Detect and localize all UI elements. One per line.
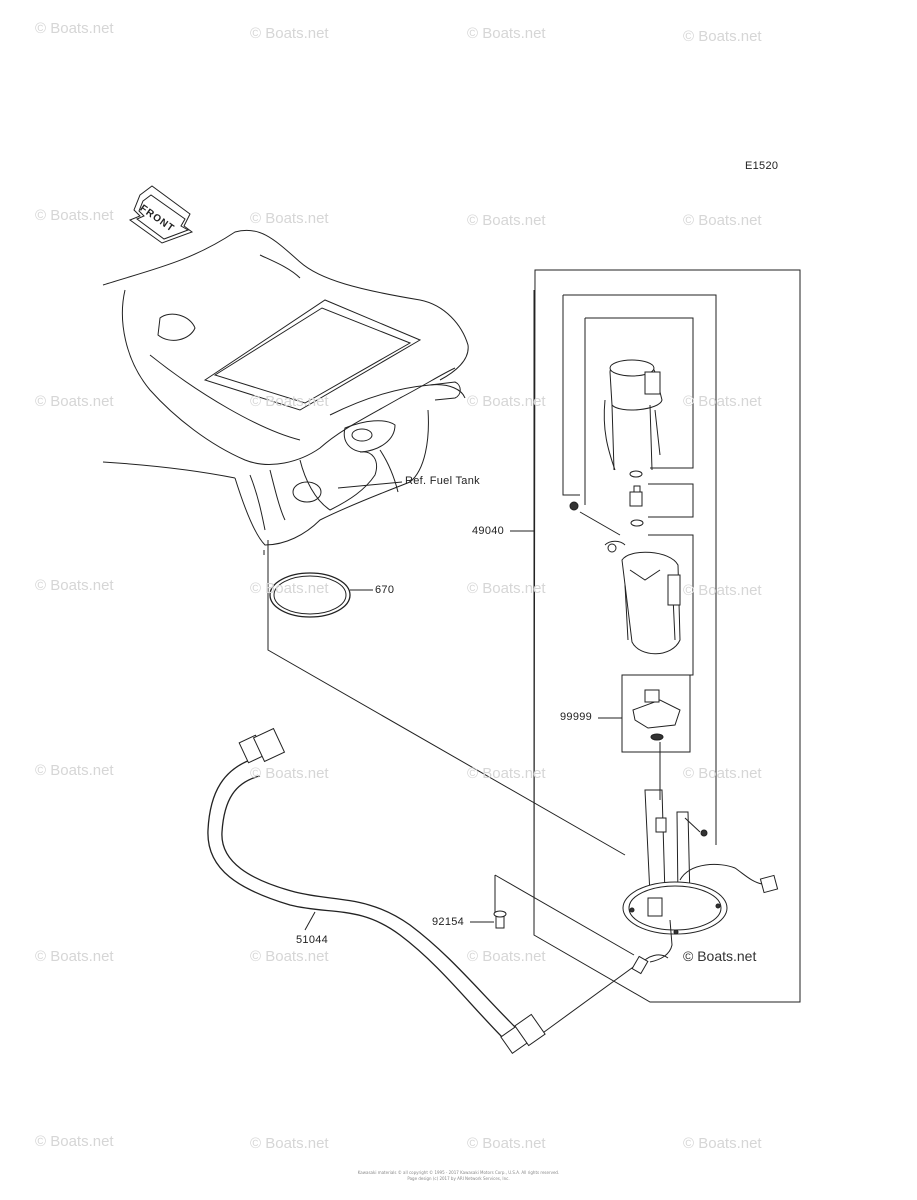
pump-cap xyxy=(603,359,663,471)
watermark: © Boats.net xyxy=(35,1133,114,1150)
watermark: © Boats.net xyxy=(250,1135,329,1152)
watermark: © Boats.net xyxy=(467,393,546,410)
callout-99999[interactable]: 99999 xyxy=(560,711,593,723)
watermark: © Boats.net xyxy=(683,212,762,229)
assembly-boxes xyxy=(533,269,801,1003)
ref-fuel-tank-label: Ref. Fuel Tank xyxy=(405,475,480,487)
leader-lines xyxy=(263,481,701,1036)
callout-92154[interactable]: 92154 xyxy=(432,916,465,928)
watermark: © Boats.net xyxy=(35,393,114,410)
watermark: © Boats.net xyxy=(467,948,546,965)
bolt-92154 xyxy=(493,910,507,929)
pump-small-parts xyxy=(569,470,644,553)
diagram-code: E1520 xyxy=(745,160,779,172)
watermark: © Boats.net xyxy=(35,207,114,224)
front-arrow-icon xyxy=(128,185,194,244)
watermark: © Boats.net xyxy=(250,210,329,227)
callout-51044[interactable]: 51044 xyxy=(296,934,329,946)
copyright-footer-line2: Page design (c) 2017 by ARI Network Serv… xyxy=(407,1176,510,1181)
watermark: © Boats.net xyxy=(683,582,762,599)
watermark: © Boats.net xyxy=(467,212,546,229)
pump-flange-plate xyxy=(622,881,728,963)
brand-mark: © Boats.net xyxy=(683,948,757,964)
watermark: © Boats.net xyxy=(35,762,114,779)
watermark: © Boats.net xyxy=(35,948,114,965)
watermark: © Boats.net xyxy=(250,393,329,410)
watermark: © Boats.net xyxy=(467,1135,546,1152)
watermark: © Boats.net xyxy=(250,948,329,965)
o-ring-670 xyxy=(269,572,351,618)
pump-wire-connector xyxy=(679,863,779,894)
callout-670[interactable]: 670 xyxy=(375,584,395,596)
watermark: © Boats.net xyxy=(250,765,329,782)
pump-filter-99999 xyxy=(632,689,681,741)
watermark: © Boats.net xyxy=(683,393,762,410)
pump-body xyxy=(621,551,681,655)
watermark: © Boats.net xyxy=(467,25,546,42)
watermark: © Boats.net xyxy=(35,577,114,594)
watermark: © Boats.net xyxy=(683,1135,762,1152)
fuel-tank-outline xyxy=(102,229,469,546)
callout-49040[interactable]: 49040 xyxy=(472,525,505,537)
watermark: © Boats.net xyxy=(250,580,329,597)
copyright-footer-line1: Kawasaki materials © all copyright © 199… xyxy=(357,1170,560,1175)
fuel-hose-51044 xyxy=(207,727,669,1055)
watermark: © Boats.net xyxy=(467,580,546,597)
watermark: © Boats.net xyxy=(35,20,114,37)
watermark: © Boats.net xyxy=(683,28,762,45)
watermark: © Boats.net xyxy=(683,765,762,782)
watermark: © Boats.net xyxy=(467,765,546,782)
watermark: © Boats.net xyxy=(250,25,329,42)
